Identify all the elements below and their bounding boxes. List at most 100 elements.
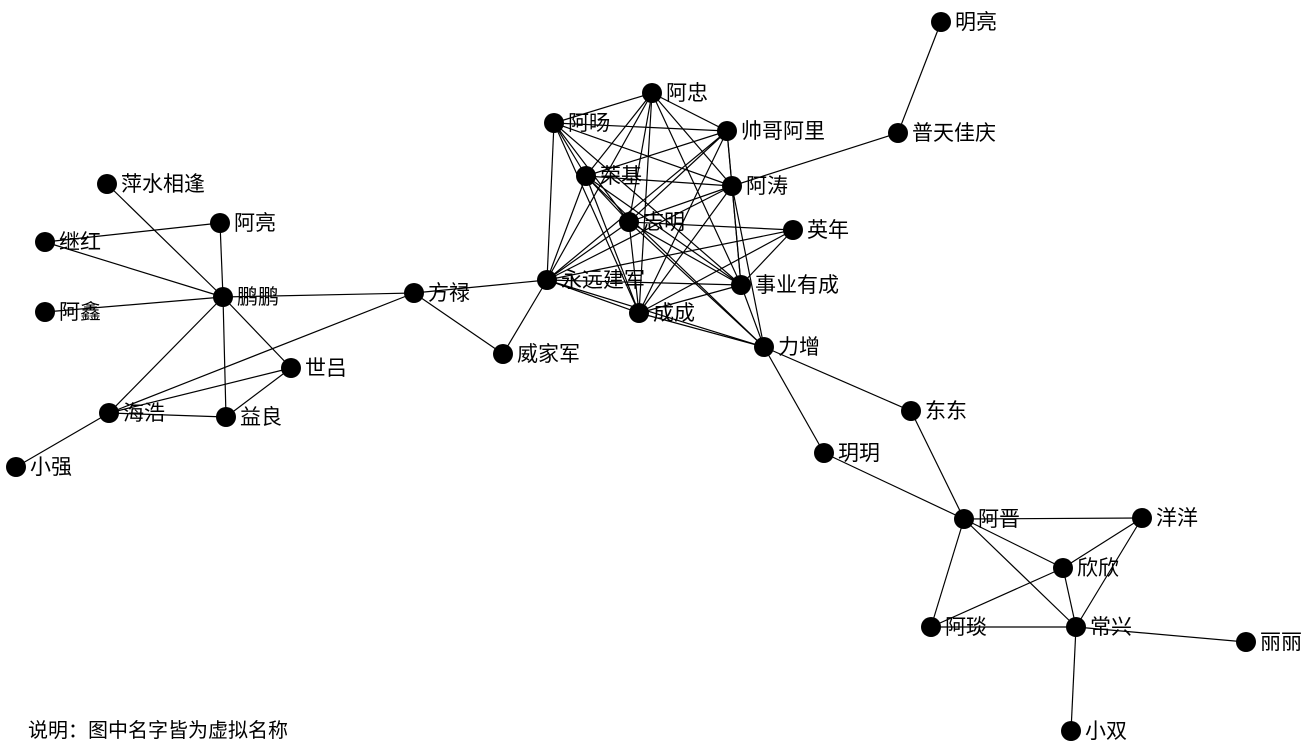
edge-atao-chengcheng (638, 185, 733, 314)
nodes-layer: 明亮普天佳庆阿忠阿旸帅哥阿里荣基阿涛志明英年永远建军事业有成成成力增萍水相逢阿亮… (6, 10, 1302, 743)
node-azhong: 阿忠 (642, 81, 708, 105)
edge-atao-lizeng (731, 185, 765, 348)
edge-azhong-yongyuanjianjun (546, 92, 653, 281)
node-dot (814, 443, 834, 463)
node-label: 阿旸 (568, 111, 610, 135)
node-changxing: 常兴 (1066, 615, 1132, 639)
edge-pengpeng-yiliang (222, 296, 227, 418)
edge-yangyang-changxing (1075, 517, 1143, 628)
edge-ayang-shiyeyoucheng (553, 122, 742, 286)
edge-rongji-chengcheng (585, 175, 640, 314)
node-dot (888, 123, 908, 143)
node-xiaoshuang: 小双 (1061, 719, 1127, 743)
edge-ajin-atan (930, 518, 965, 628)
edge-yongyuanjianjun-fanglu (413, 279, 548, 294)
edge-rongji-yongyuanjianjun (546, 175, 587, 281)
node-dot (1132, 508, 1152, 528)
edge-shuaigeali-rongji (585, 130, 728, 177)
node-dot (1236, 632, 1256, 652)
edge-fanglu-weijiajun (413, 292, 504, 355)
edge-rongji-lizeng (585, 175, 765, 348)
node-dot (717, 121, 737, 141)
edge-atao-shiyeyoucheng (731, 185, 742, 286)
node-label: 丽丽 (1260, 630, 1302, 654)
node-ajin: 阿晋 (954, 507, 1020, 531)
node-axin: 阿鑫 (35, 300, 101, 324)
node-shilv: 世吕 (281, 356, 347, 380)
node-dot (722, 176, 742, 196)
node-lili: 丽丽 (1236, 630, 1302, 654)
node-dot (754, 337, 774, 357)
edge-ayang-yongyuanjianjun (546, 122, 555, 281)
node-dot (537, 270, 557, 290)
edge-pengpeng-pingshuixiangfeng (106, 183, 224, 298)
edge-ayang-chengcheng (553, 122, 640, 314)
edge-shilv-haihao (108, 367, 292, 414)
node-dot (210, 213, 230, 233)
edge-atao-zhiming (628, 185, 733, 223)
edge-ajin-xinxin (963, 518, 1064, 569)
node-pingshuixiangfeng: 萍水相逢 (97, 172, 205, 196)
edge-pengpeng-jihong (44, 241, 224, 298)
edge-pengpeng-haihao (108, 296, 224, 414)
edge-shiyeyoucheng-lizeng (740, 284, 765, 348)
edge-haihao-xiaoqiang (15, 412, 110, 468)
node-atan: 阿琰 (921, 615, 987, 639)
node-xiaoqiang: 小强 (6, 455, 72, 479)
node-label: 世吕 (305, 356, 347, 380)
node-dot (901, 401, 921, 421)
node-label: 力增 (778, 335, 820, 359)
node-dot (99, 403, 119, 423)
edge-shilv-yiliang (225, 367, 292, 418)
node-label: 永远建军 (561, 268, 645, 292)
node-label: 东东 (925, 399, 967, 423)
node-dot (544, 113, 564, 133)
node-dot (404, 283, 424, 303)
node-xinxin: 欣欣 (1053, 556, 1119, 580)
node-ayang: 阿旸 (544, 111, 610, 135)
node-jihong: 继红 (35, 230, 101, 254)
node-aliang: 阿亮 (210, 211, 276, 235)
node-label: 欣欣 (1077, 556, 1119, 580)
node-yangyang: 洋洋 (1132, 506, 1198, 530)
node-label: 阿亮 (234, 211, 276, 235)
node-dot (731, 275, 751, 295)
edge-yingnian-chengcheng (638, 229, 794, 314)
edge-yueyue-ajin (823, 452, 965, 520)
edge-shuaigeali-yongyuanjianjun (546, 130, 728, 281)
node-label: 小双 (1085, 719, 1127, 743)
node-dot (35, 302, 55, 322)
edge-chengcheng-lizeng (638, 312, 765, 348)
node-dot (216, 407, 236, 427)
node-fanglu: 方禄 (404, 281, 470, 305)
edge-xinxin-atan (930, 567, 1064, 628)
edge-zhiming-lizeng (628, 221, 765, 348)
node-label: 益良 (240, 405, 282, 429)
node-yiliang: 益良 (216, 405, 282, 429)
edge-xinxin-changxing (1062, 567, 1077, 628)
node-label: 阿琰 (945, 615, 987, 639)
edge-rongji-atao (585, 175, 733, 187)
edge-yongyuanjianjun-lizeng (546, 279, 765, 348)
node-yueyue: 玥玥 (814, 441, 880, 465)
node-dot (281, 358, 301, 378)
edge-changxing-lili (1075, 626, 1247, 643)
edge-jihong-aliang (44, 222, 221, 243)
node-dot (576, 166, 596, 186)
node-dongdong: 东东 (901, 399, 967, 423)
node-dot (213, 287, 233, 307)
edge-dongdong-ajin (910, 410, 965, 520)
node-label: 萍水相逢 (121, 172, 205, 196)
node-shiyeyoucheng: 事业有成 (731, 273, 839, 297)
node-label: 成成 (653, 301, 695, 325)
node-dot (629, 303, 649, 323)
node-label: 阿晋 (978, 507, 1020, 531)
edge-shiyeyoucheng-chengcheng (638, 284, 742, 314)
edge-zhiming-yongyuanjianjun (546, 221, 630, 281)
node-dot (493, 344, 513, 364)
edge-yangyang-xinxin (1062, 517, 1143, 569)
node-dot (921, 617, 941, 637)
node-label: 阿涛 (746, 174, 788, 198)
node-label: 海浩 (123, 401, 165, 425)
